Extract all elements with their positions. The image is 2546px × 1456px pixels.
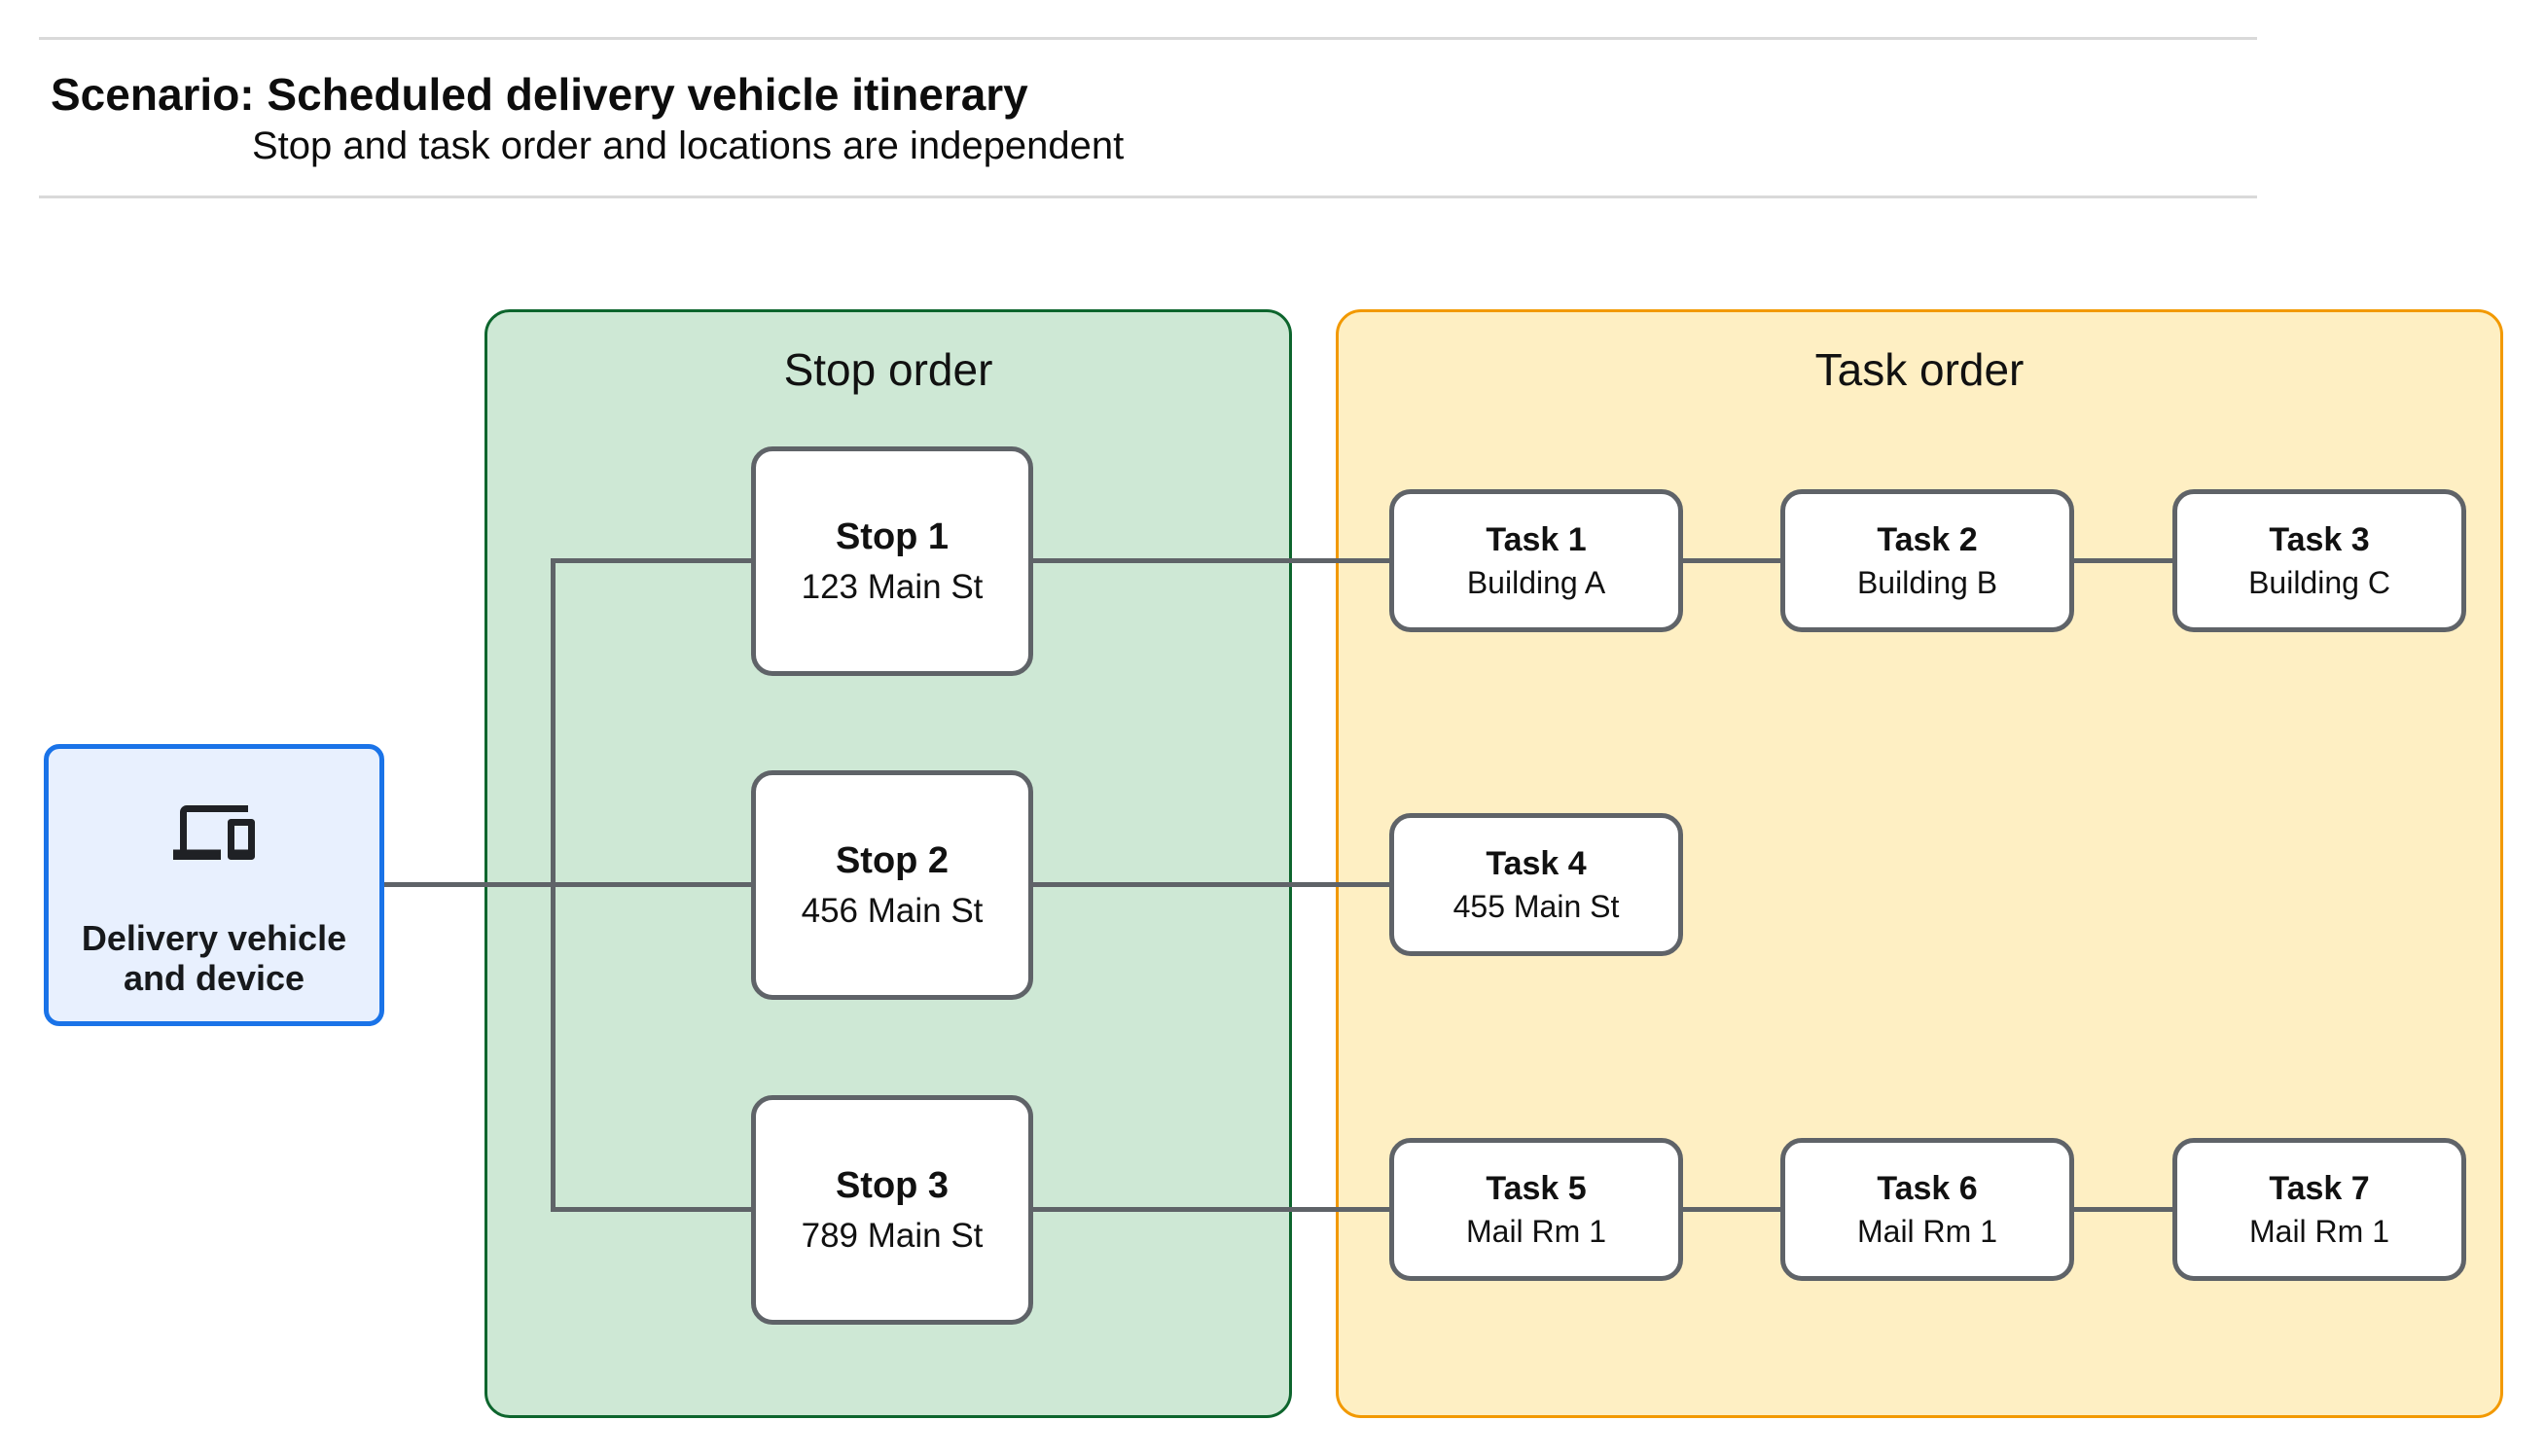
task-3-node: Task 3 Building C bbox=[2172, 489, 2466, 632]
task-5-title: Task 5 bbox=[1486, 1169, 1587, 1207]
stop-1-title: Stop 1 bbox=[835, 515, 950, 557]
task-4-title: Task 4 bbox=[1486, 844, 1587, 882]
page-title: Scenario: Scheduled delivery vehicle iti… bbox=[51, 69, 1028, 120]
connector-stop1-to-task1 bbox=[1031, 558, 1391, 563]
vehicle-label: Delivery vehicle and device bbox=[82, 918, 346, 999]
task-1-title: Task 1 bbox=[1486, 520, 1587, 558]
connector-stop3-to-task5 bbox=[1031, 1207, 1391, 1212]
task-2-location: Building B bbox=[1856, 564, 1998, 600]
stop-2-location: 456 Main St bbox=[801, 891, 984, 930]
task-order-panel-title: Task order bbox=[1814, 344, 2025, 395]
page-subtitle: Stop and task order and locations are in… bbox=[252, 124, 1125, 167]
task-4-location: 455 Main St bbox=[1452, 888, 1620, 924]
task-2-title: Task 2 bbox=[1877, 520, 1978, 558]
connector-task6-to-task7 bbox=[2072, 1207, 2174, 1212]
task-1-node: Task 1 Building A bbox=[1389, 489, 1683, 632]
connector-vehicle-to-stop2 bbox=[382, 882, 753, 887]
stop-3-node: Stop 3 789 Main St bbox=[751, 1095, 1033, 1325]
task-3-title: Task 3 bbox=[2269, 520, 2370, 558]
task-7-title: Task 7 bbox=[2269, 1169, 2370, 1207]
task-5-location: Mail Rm 1 bbox=[1465, 1213, 1606, 1249]
stop-3-title: Stop 3 bbox=[835, 1164, 950, 1206]
connector-branch-to-stop3 bbox=[551, 1207, 753, 1212]
stop-1-location: 123 Main St bbox=[801, 567, 984, 606]
connector-task5-to-task6 bbox=[1681, 1207, 1782, 1212]
task-6-node: Task 6 Mail Rm 1 bbox=[1780, 1138, 2074, 1281]
task-3-location: Building C bbox=[2248, 564, 2390, 600]
separator-line-bottom bbox=[39, 195, 2257, 198]
task-5-node: Task 5 Mail Rm 1 bbox=[1389, 1138, 1683, 1281]
connector-stop2-to-task4 bbox=[1031, 882, 1391, 887]
connector-task1-to-task2 bbox=[1681, 558, 1782, 563]
task-2-node: Task 2 Building B bbox=[1780, 489, 2074, 632]
task-6-title: Task 6 bbox=[1877, 1169, 1978, 1207]
vehicle-label-line1: Delivery vehicle bbox=[81, 918, 347, 958]
task-6-location: Mail Rm 1 bbox=[1856, 1213, 1997, 1249]
stop-2-node: Stop 2 456 Main St bbox=[751, 770, 1033, 1000]
task-4-node: Task 4 455 Main St bbox=[1389, 813, 1683, 956]
delivery-vehicle-node: Delivery vehicle and device bbox=[44, 744, 384, 1026]
connector-task2-to-task3 bbox=[2072, 558, 2174, 563]
separator-line-top bbox=[39, 37, 2257, 40]
task-7-location: Mail Rm 1 bbox=[2248, 1213, 2389, 1249]
connector-branch-to-stop1 bbox=[551, 558, 753, 563]
vehicle-label-line2: and device bbox=[123, 958, 305, 999]
devices-icon bbox=[173, 805, 255, 860]
stop-2-title: Stop 2 bbox=[835, 839, 950, 881]
stop-3-location: 789 Main St bbox=[801, 1216, 984, 1255]
stop-order-panel-title: Stop order bbox=[783, 344, 993, 395]
connector-branch-vertical bbox=[551, 558, 556, 1212]
stop-1-node: Stop 1 123 Main St bbox=[751, 446, 1033, 676]
task-7-node: Task 7 Mail Rm 1 bbox=[2172, 1138, 2466, 1281]
task-1-location: Building A bbox=[1466, 564, 1606, 600]
